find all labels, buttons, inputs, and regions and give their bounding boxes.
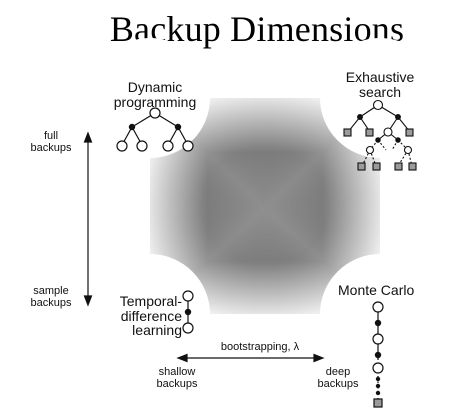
- label-shallow-backups: shallow backups: [156, 366, 198, 390]
- label-temporal-difference-learning: Temporal- difference learning: [119, 293, 182, 339]
- horizontal-axis-arrow: [176, 353, 325, 363]
- monte-carlo-chain: [372, 301, 384, 408]
- frame-top: [100, 60, 440, 98]
- frame-bottom: [100, 314, 440, 354]
- gradient-facet-top: [150, 98, 380, 208]
- gradient-facet-right: [265, 98, 380, 314]
- vertical-axis-arrow: [83, 131, 93, 307]
- label-exhaustive-search: Exhaustive search: [345, 69, 415, 100]
- gradient-region: [90, 38, 440, 374]
- label-sample-backups: sample backups: [30, 285, 72, 309]
- exhaustive-search-tree: [343, 99, 417, 171]
- label-bootstrapping-lambda: bootstrapping, λ: [220, 341, 300, 353]
- frame-right: [380, 60, 440, 360]
- temporal-difference-chain: [182, 290, 194, 334]
- frame-left: [100, 60, 150, 360]
- gradient-facet-left: [150, 98, 265, 314]
- label-monte-carlo: Monte Carlo: [338, 282, 415, 298]
- label-dynamic-programming: Dynamic programming: [113, 79, 197, 110]
- label-deep-backups: deep backups: [317, 366, 359, 390]
- label-full-backups: full backups: [30, 130, 72, 154]
- dynamic-programming-tree: [116, 107, 194, 152]
- gradient-facet-bottom: [150, 208, 380, 314]
